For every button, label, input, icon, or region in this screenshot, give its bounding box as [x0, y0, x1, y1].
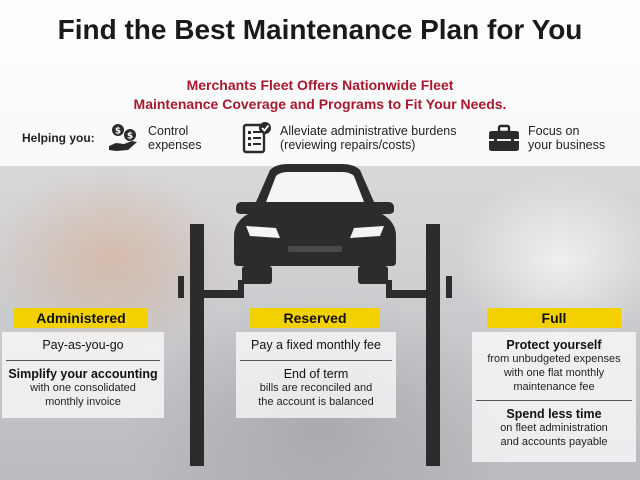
lift-arm-left — [204, 290, 238, 298]
divider — [240, 360, 392, 361]
benefit-focus-business: Focus on your business — [486, 120, 605, 156]
svg-text:$: $ — [127, 132, 133, 142]
lift-post-left — [190, 224, 204, 466]
divider — [476, 400, 632, 401]
lift-pad-left — [238, 280, 244, 298]
plan-label-administered: Administered — [14, 308, 148, 328]
lift-arm-right — [392, 290, 426, 298]
briefcase-icon — [486, 120, 522, 156]
car-icon — [234, 164, 396, 284]
lift-post-right — [426, 224, 440, 466]
plan-panel-full: Protect yourself from unbudgeted expense… — [472, 332, 636, 462]
benefit-line-1: Control — [148, 124, 189, 138]
page-title: Find the Best Maintenance Plan for You — [57, 14, 583, 45]
lift-stop-right — [446, 276, 452, 298]
subtitle-line-2: Maintenance Coverage and Programs to Fit… — [133, 96, 507, 112]
feature-heading: Spend less time — [506, 407, 602, 421]
benefit-control-expenses: $ $ Control expenses — [106, 120, 202, 156]
checklist-icon — [238, 120, 274, 156]
feature-detail: on fleet administration — [500, 422, 608, 434]
benefit-line-2: (reviewing repairs/costs) — [280, 138, 416, 152]
lift-stop-left — [178, 276, 184, 298]
feature-heading: Pay a fixed monthly fee — [251, 338, 381, 352]
subtitle-line-1: Merchants Fleet Offers Nationwide Fleet — [186, 77, 454, 93]
plan-panel-administered: Pay-as-you-go Simplify your accounting w… — [2, 332, 164, 418]
plan-panel-reserved: Pay a fixed monthly fee End of term bill… — [236, 332, 396, 418]
plan-label-reserved: Reserved — [250, 308, 380, 328]
feature-detail: and accounts payable — [500, 436, 608, 448]
benefit-line-1: Alleviate administrative burdens — [280, 124, 457, 138]
divider — [6, 360, 160, 361]
feature-detail: bills are reconciled and — [259, 382, 373, 394]
helping-label: Helping you: — [22, 131, 95, 145]
intro-panel — [0, 66, 640, 166]
benefit-line-2: expenses — [148, 138, 202, 152]
feature-heading: Pay-as-you-go — [42, 338, 124, 352]
plan-label-full: Full — [487, 308, 621, 328]
lift-pad-right — [386, 280, 392, 298]
subtitle: Merchants Fleet Offers Nationwide Fleet … — [0, 76, 640, 114]
feature-detail: monthly invoice — [45, 396, 121, 408]
money-hand-icon: $ $ — [106, 120, 142, 156]
feature-detail: with one flat monthly — [503, 367, 605, 379]
header-band — [0, 0, 640, 66]
feature-detail: with one consolidated — [30, 382, 136, 394]
benefit-line-2: your business — [528, 138, 606, 152]
svg-text:$: $ — [115, 127, 121, 137]
benefit-alleviate-burdens: Alleviate administrative burdens (review… — [238, 120, 456, 156]
feature-detail: maintenance fee — [513, 381, 595, 393]
feature-heading: End of term — [283, 367, 349, 381]
feature-detail: the account is balanced — [258, 396, 374, 408]
feature-heading: Simplify your accounting — [8, 367, 158, 381]
benefit-line-1: Focus on — [528, 124, 580, 138]
feature-heading: Protect yourself — [506, 338, 602, 352]
feature-detail: from unbudgeted expenses — [487, 353, 621, 365]
